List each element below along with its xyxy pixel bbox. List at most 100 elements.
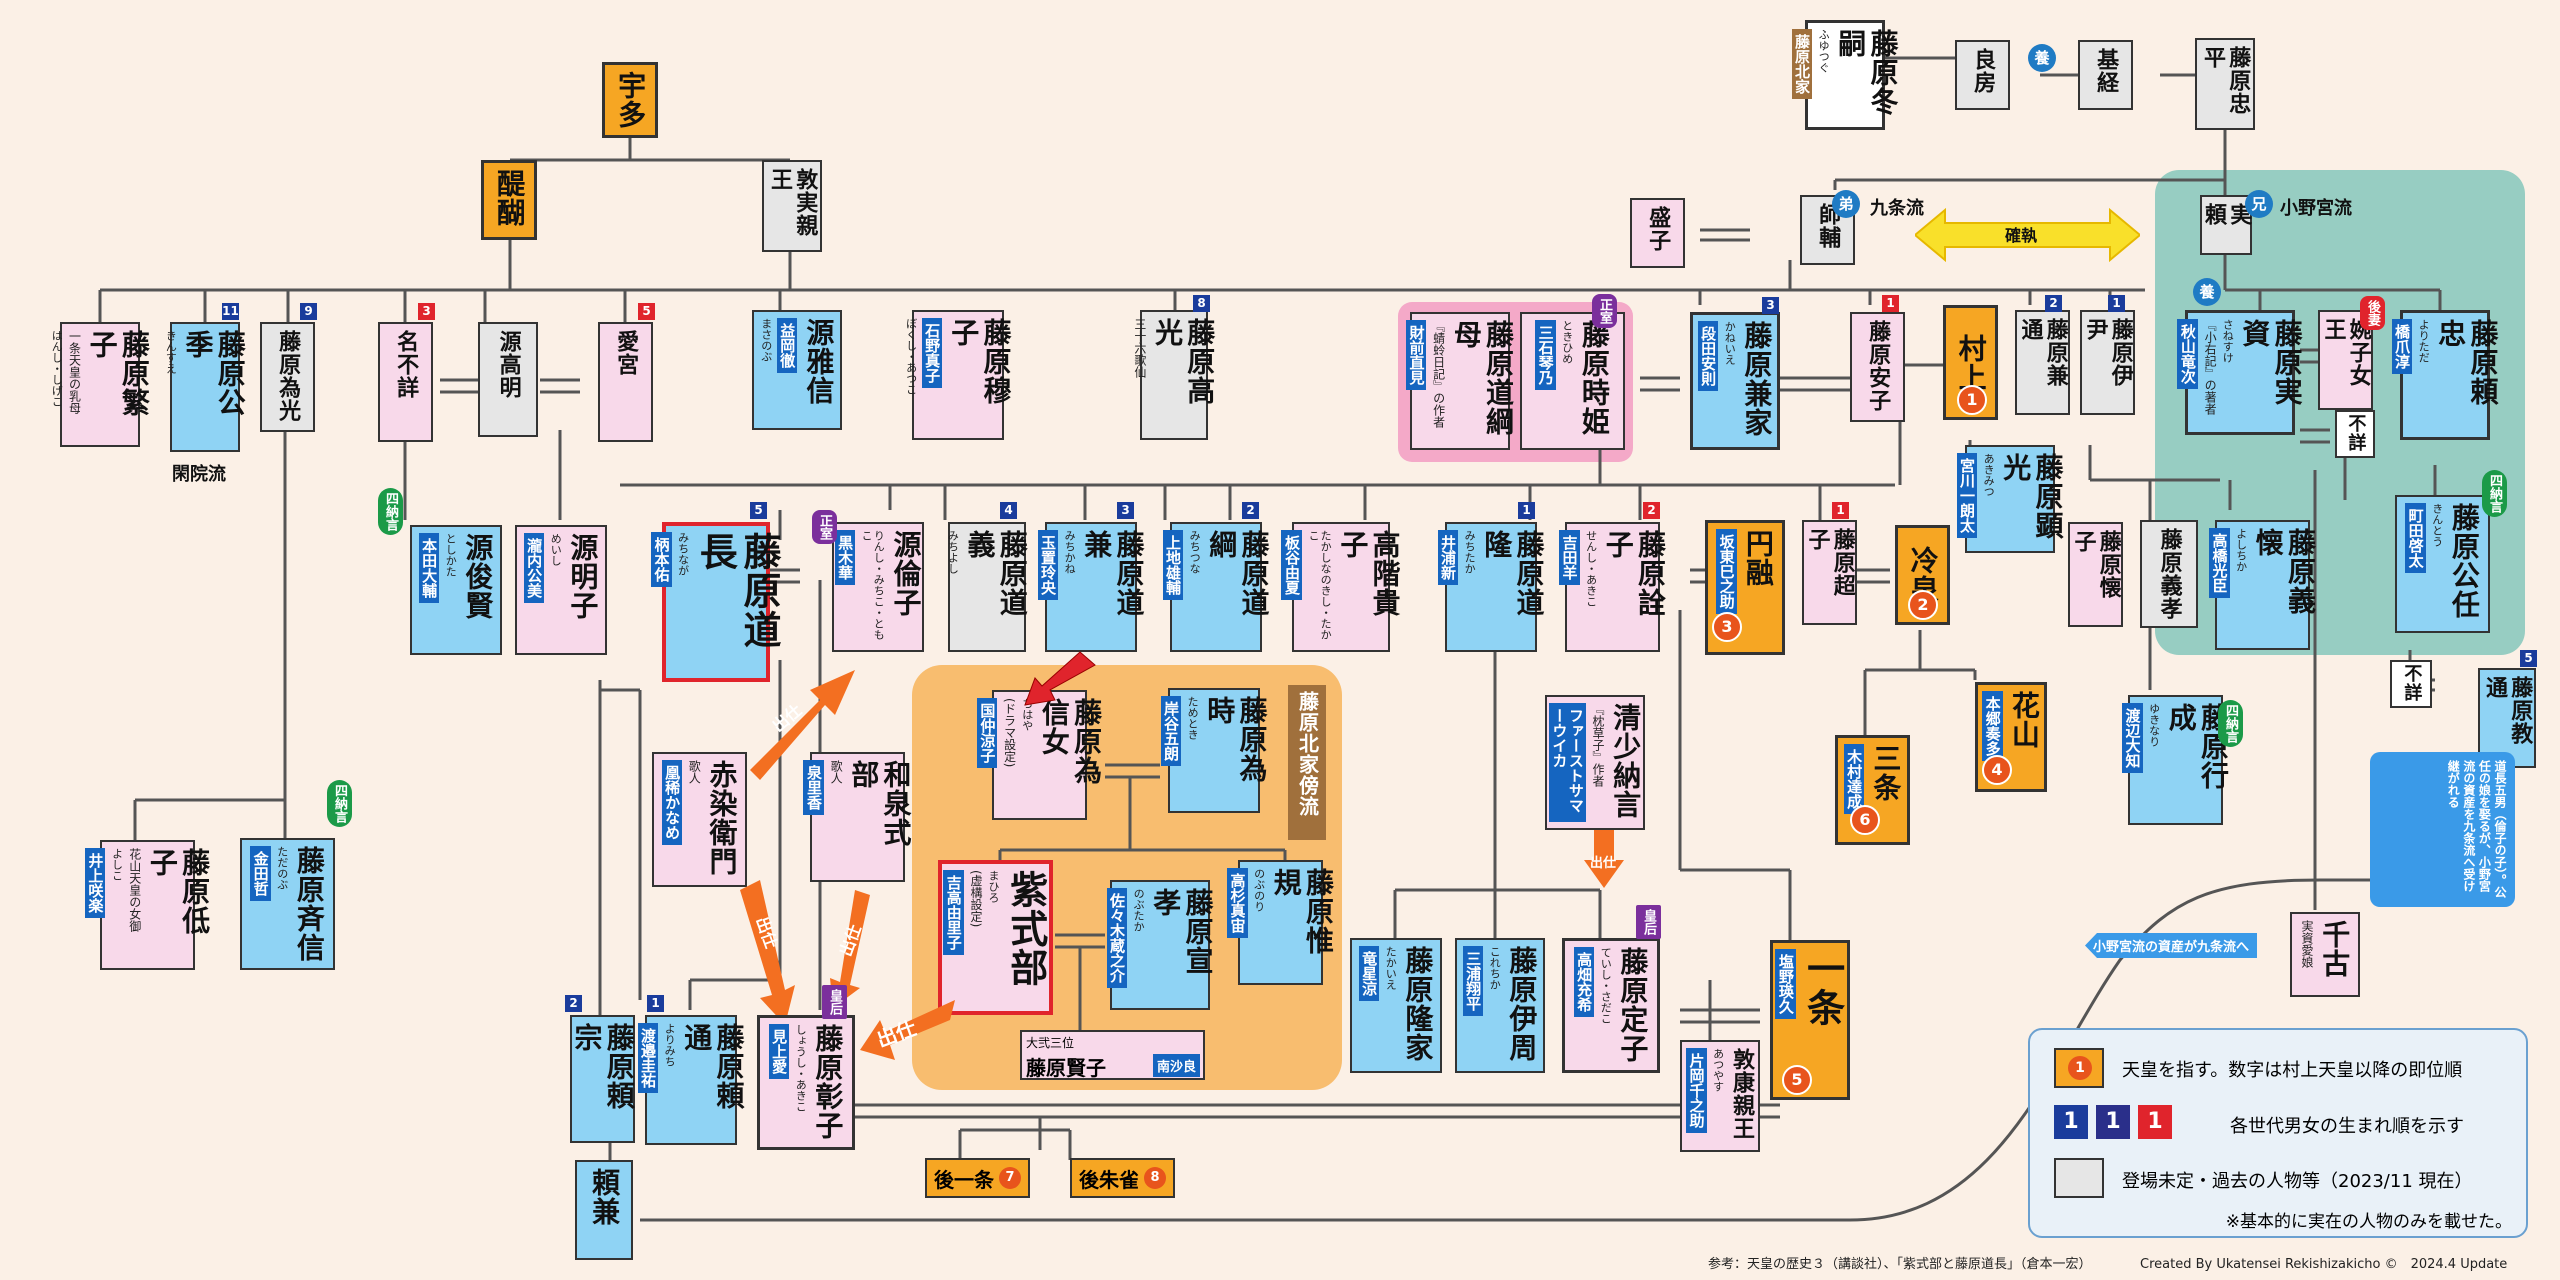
note: 『蜻蛉日記』の作者 (1431, 320, 1446, 428)
person-name: 一条 (1800, 949, 1846, 1027)
birth-order: 8 (1193, 295, 1210, 312)
adopt-badge: 養 (2193, 278, 2221, 306)
reading: きんとう (2430, 503, 2444, 547)
cast-name: 凰稀かなめ (661, 760, 683, 845)
person-tadahira: 藤原忠平 (2195, 38, 2255, 130)
birth-order: 2 (1242, 502, 1259, 519)
person-name: 実頼 (2201, 203, 2253, 226)
reading: ふゆつぐ (1817, 29, 1831, 73)
person-yoshifusa: 良房 (1955, 40, 2010, 110)
person-toshikata: 源俊賢 としかた 本田大輔 (410, 525, 502, 655)
person-meifusho: 名不詳 (378, 322, 433, 442)
birth-order: 1 (1518, 502, 1535, 519)
credit: Created By Ukatensei Rekishizakicho © 20… (2140, 1257, 2508, 1272)
adopt-badge: 養 (2028, 44, 2056, 72)
reference-note: 参考：天皇の歴史３（講談社）、「紫式部と藤原道長」（倉本一宏） (1708, 1257, 2092, 1272)
person-name: 藤原義懐 (2251, 528, 2317, 615)
person-michitaka: 藤原道隆 みちたか 井浦新 (1437, 522, 1545, 652)
person-name: 藤原冬嗣 (1834, 29, 1900, 116)
birth-order: 2 (2045, 295, 2062, 312)
birth-order: 2 (565, 995, 582, 1012)
cast-name: 本田大輔 (418, 533, 440, 603)
cast-name: 高橋光臣 (2209, 528, 2230, 598)
person-choshi: 藤原超子 (1802, 520, 1857, 625)
birth-sample: 1 (2138, 1105, 2172, 1139)
person-mototsune: 基経 (2078, 40, 2133, 110)
person-name: 藤原為信女 (1037, 698, 1104, 785)
person-name: 三条 (1869, 744, 1903, 802)
cast-name: 石野真子 (921, 318, 943, 388)
empress-badge: 皇后 (1636, 905, 1661, 939)
cast-name: 財前直見 (1405, 320, 1427, 390)
cast-name: 宮川一朗太 (1956, 453, 1978, 538)
person-name: 盛子 (1645, 206, 1672, 252)
shinagon-badge: 四納言 (327, 780, 352, 827)
title: 大弐三位 (1026, 1036, 1075, 1050)
cast-name: 片岡千之助 (1686, 1048, 1707, 1133)
person-rinshi: 源倫子 りんし・みちこ・ともこ 黒木華 (832, 522, 924, 652)
birth-order: 3 (418, 303, 435, 320)
person-name: 後一条 (934, 1167, 994, 1192)
reading: のぶたか (1132, 888, 1146, 932)
person-aimiya: 愛宮 (598, 322, 653, 442)
reading: しょうし・あきこ (794, 1024, 808, 1112)
cast-name: 泉里香 (803, 760, 824, 815)
person-uda: 宇多 (602, 62, 658, 138)
cast-name: 町田啓太 (2405, 503, 2426, 573)
person-name: 藤原為時 (1203, 696, 1269, 783)
cast-name: 吉田羊 (1559, 530, 1580, 585)
person-michinaga: 藤原道長 みちなが 柄本佑 (651, 522, 782, 682)
person-akiko: 源明子 めいし 瀧内公美 (515, 525, 607, 655)
birth-order: 1 (1882, 295, 1899, 312)
person-bokushi: 藤原穆子 石野真子 ぼくし・あつこ (905, 310, 1012, 440)
emperor-order: 6 (1850, 805, 1880, 835)
bokei-label-box: 藤原北家傍流 (1288, 685, 1326, 840)
person-akazome: 赤染衛門 歌人 凰稀かなめ (652, 752, 747, 887)
cast-name: 段田安則 (1697, 321, 1719, 391)
person-name: 愛宮 (613, 330, 640, 376)
emperor-order: 7 (999, 1167, 1021, 1189)
person-name: 藤原穆子 (947, 318, 1013, 405)
person-name: 清少納言 (1609, 703, 1643, 819)
person-kaishi: 藤原懐子 (2068, 522, 2123, 627)
cast-name: 見上愛 (768, 1024, 790, 1079)
person-name: 藤原詮子 (1601, 530, 1667, 617)
cast-name: 玉置玲央 (1037, 530, 1059, 600)
note: (ドラマ設定) (1002, 698, 1017, 768)
birth-order: 9 (300, 303, 317, 320)
person-michiyoshi: 藤原道義 みちよし (946, 522, 1029, 652)
reading: たかしなのきし・たかこ (1307, 530, 1333, 640)
ono-label: 小野宮流 (2280, 198, 2352, 219)
person-name: 藤原斉信 (292, 846, 326, 962)
shushi-arrow-5 (1584, 830, 1624, 888)
person-seishonagon: 清少納言 『枕草子』作者 ファーストサマーウイカ (1545, 695, 1645, 830)
second-wife-badge: 後妻 (2360, 296, 2385, 330)
person-name: 紫式部 (1003, 870, 1049, 987)
reading: ときひめ (1560, 320, 1574, 364)
person-name: 敦実親王 (767, 168, 819, 237)
person-name: 源明子 (566, 533, 600, 620)
legend-birth-samples: 1 1 1 (2054, 1105, 2172, 1139)
cast-name: 塩野瑛久 (1775, 949, 1796, 1019)
person-nobutaka: 藤原宣孝 のぶたか 佐々木蔵之介 (1106, 880, 1214, 1010)
shinagon-badge: 四納言 (2218, 700, 2243, 747)
person-name: 藤原兼通 (2017, 318, 2069, 387)
person-name: 藤原顕光 (1999, 453, 2065, 540)
reading: のぶのり (1252, 868, 1266, 912)
reading: たかいえ (1384, 946, 1398, 990)
cast-name: 上地雄輔 (1162, 530, 1184, 600)
primary-wife-badge: 正室 (812, 510, 837, 544)
emperor-order: 1 (2068, 1056, 2092, 1080)
cast-name: 渡辺大知 (2122, 703, 2143, 773)
person-moriko: 盛子 (1630, 198, 1685, 268)
reading: よしちか (2234, 528, 2248, 572)
person-yoshichika: 藤原義懐 よしちか 高橋光臣 (2209, 520, 2317, 650)
reading: これちか (1488, 946, 1502, 990)
reading: ていし・さだこ (1599, 947, 1613, 1024)
rivalry-label: 確執 (2005, 226, 2038, 245)
cast-name: 国仲涼子 (976, 698, 998, 768)
shushi-arrow-3 (830, 890, 870, 1008)
person-name: 藤原道綱母 (1449, 320, 1516, 436)
person-name: 藤原道義 (963, 530, 1029, 617)
person-name: 藤原定子 (1616, 947, 1650, 1063)
